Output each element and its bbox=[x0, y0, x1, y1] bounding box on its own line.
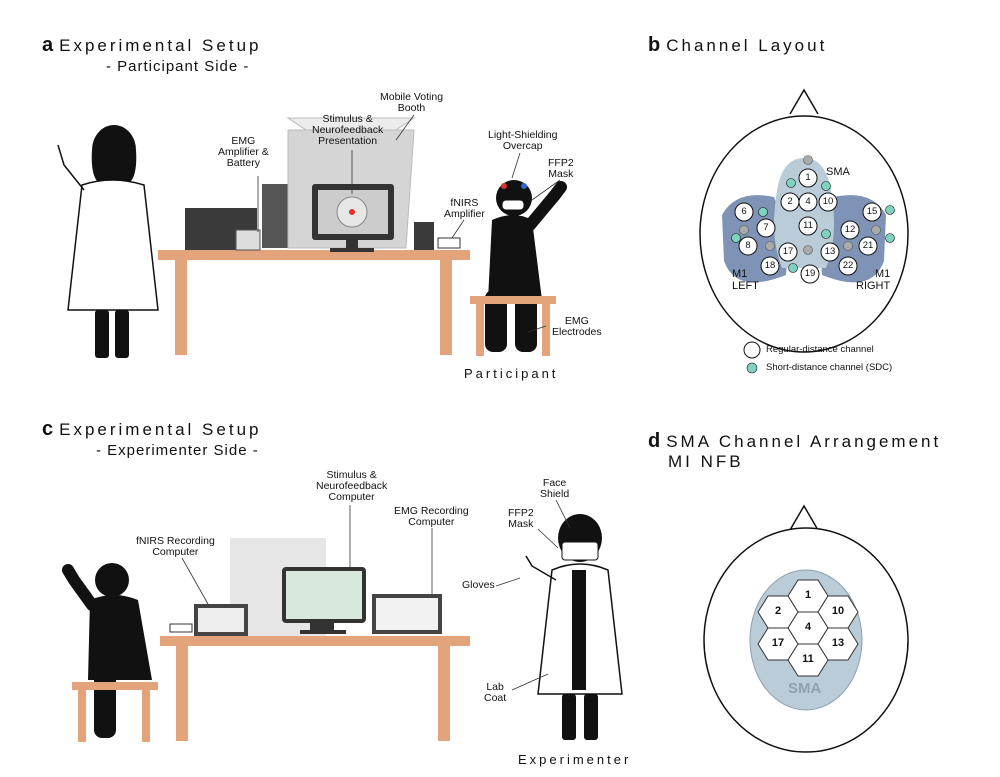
battery-shape bbox=[235, 229, 261, 251]
label-face-shield: Face Shield bbox=[540, 477, 570, 500]
stool-a bbox=[470, 296, 556, 356]
hex-channel-11-label: 11 bbox=[802, 653, 814, 665]
legend-regular-label: Regular-distance channel bbox=[766, 344, 874, 355]
voting-booth bbox=[262, 117, 416, 252]
panel-c-subtitle: - Experimenter Side - bbox=[96, 442, 259, 459]
channel-22-label: 22 bbox=[842, 260, 854, 271]
label-mobile-voting-booth: Mobile Voting Booth bbox=[380, 91, 444, 114]
channel-18-label: 18 bbox=[764, 260, 776, 271]
channel-12-label: 12 bbox=[844, 224, 856, 235]
label-m1-right: M1 RIGHT bbox=[856, 268, 891, 292]
label-lab-coat: Lab Coat bbox=[484, 681, 507, 704]
label-emg-computer: EMG Recording Computer bbox=[394, 505, 469, 528]
label-fnirs-amplifier: fNIRS Amplifier bbox=[444, 197, 485, 220]
fnirs-amplifier-shape bbox=[437, 237, 461, 249]
channel-7-label: 7 bbox=[763, 222, 769, 233]
channel-21-label: 21 bbox=[862, 240, 874, 251]
hex-channel-10-label: 10 bbox=[831, 605, 845, 617]
label-sma-b: SMA bbox=[826, 166, 850, 178]
hex-channel-17-label: 17 bbox=[771, 637, 785, 649]
label-gloves: Gloves bbox=[462, 579, 495, 591]
channel-2-label: 2 bbox=[787, 196, 793, 207]
sdc-channels-b bbox=[731, 178, 895, 273]
label-fnirs-computer: fNIRS Recording Computer bbox=[136, 535, 215, 558]
hex-channel-13-label: 13 bbox=[831, 637, 845, 649]
label-emg-amplifier: EMG Amplifier & Battery bbox=[218, 135, 269, 169]
channel-10-label: 10 bbox=[822, 196, 834, 207]
participant-figure bbox=[485, 169, 567, 352]
caption-participant: Participant bbox=[464, 366, 559, 381]
label-ffp2-mask-a: FFP2 Mask bbox=[548, 157, 574, 180]
label-m1-left: M1 LEFT bbox=[732, 268, 759, 292]
hex-channel-1-label: 1 bbox=[804, 589, 812, 601]
channel-6-label: 6 bbox=[741, 206, 747, 217]
channel-13-label: 13 bbox=[824, 246, 836, 257]
hex-channel-4-label: 4 bbox=[804, 621, 812, 633]
channel-11-label: 11 bbox=[803, 220, 813, 231]
table-a bbox=[158, 250, 470, 355]
panel-d-title-2: MI NFB bbox=[668, 452, 744, 471]
panel-a-subtitle: - Participant Side - bbox=[106, 58, 250, 75]
channel-15-label: 15 bbox=[866, 206, 878, 217]
stool-c bbox=[72, 682, 158, 742]
channel-19-label: 19 bbox=[804, 268, 816, 279]
ref-points-b bbox=[739, 155, 881, 255]
laptop-emg bbox=[372, 594, 442, 634]
laptop-fnirs bbox=[169, 604, 248, 636]
label-sma-d: SMA bbox=[788, 680, 822, 697]
table-c bbox=[160, 636, 470, 741]
label-light-shielding-overcap: Light-Shielding Overcap bbox=[488, 129, 558, 152]
channel-1-label: 1 bbox=[805, 172, 811, 183]
channel-8-label: 8 bbox=[745, 240, 751, 251]
channels-b bbox=[734, 168, 882, 284]
label-ffp2-mask-c: FFP2 Mask bbox=[508, 507, 534, 530]
label-emg-electrodes: EMG Electrodes bbox=[552, 315, 602, 338]
monitor-stimulus bbox=[282, 567, 366, 634]
legend-sdc-label: Short-distance channel (SDC) bbox=[766, 362, 893, 373]
hex-grid-d bbox=[757, 579, 859, 677]
label-stimulus-computer: Stimulus & Neurofeedback Computer bbox=[316, 469, 388, 503]
hex-channel-2-label: 2 bbox=[774, 605, 782, 617]
legend-regular-icon bbox=[743, 341, 761, 359]
channel-4-label: 4 bbox=[805, 196, 811, 207]
channel-17-label: 17 bbox=[782, 246, 794, 257]
legend-sdc-icon bbox=[746, 362, 758, 374]
experimenter-figure-c bbox=[525, 514, 623, 740]
experimenter-figure-a bbox=[57, 125, 159, 358]
label-stimulus-presentation: Stimulus & Neurofeedback Presentation bbox=[312, 113, 384, 147]
caption-experimenter: Experimenter bbox=[518, 752, 632, 767]
